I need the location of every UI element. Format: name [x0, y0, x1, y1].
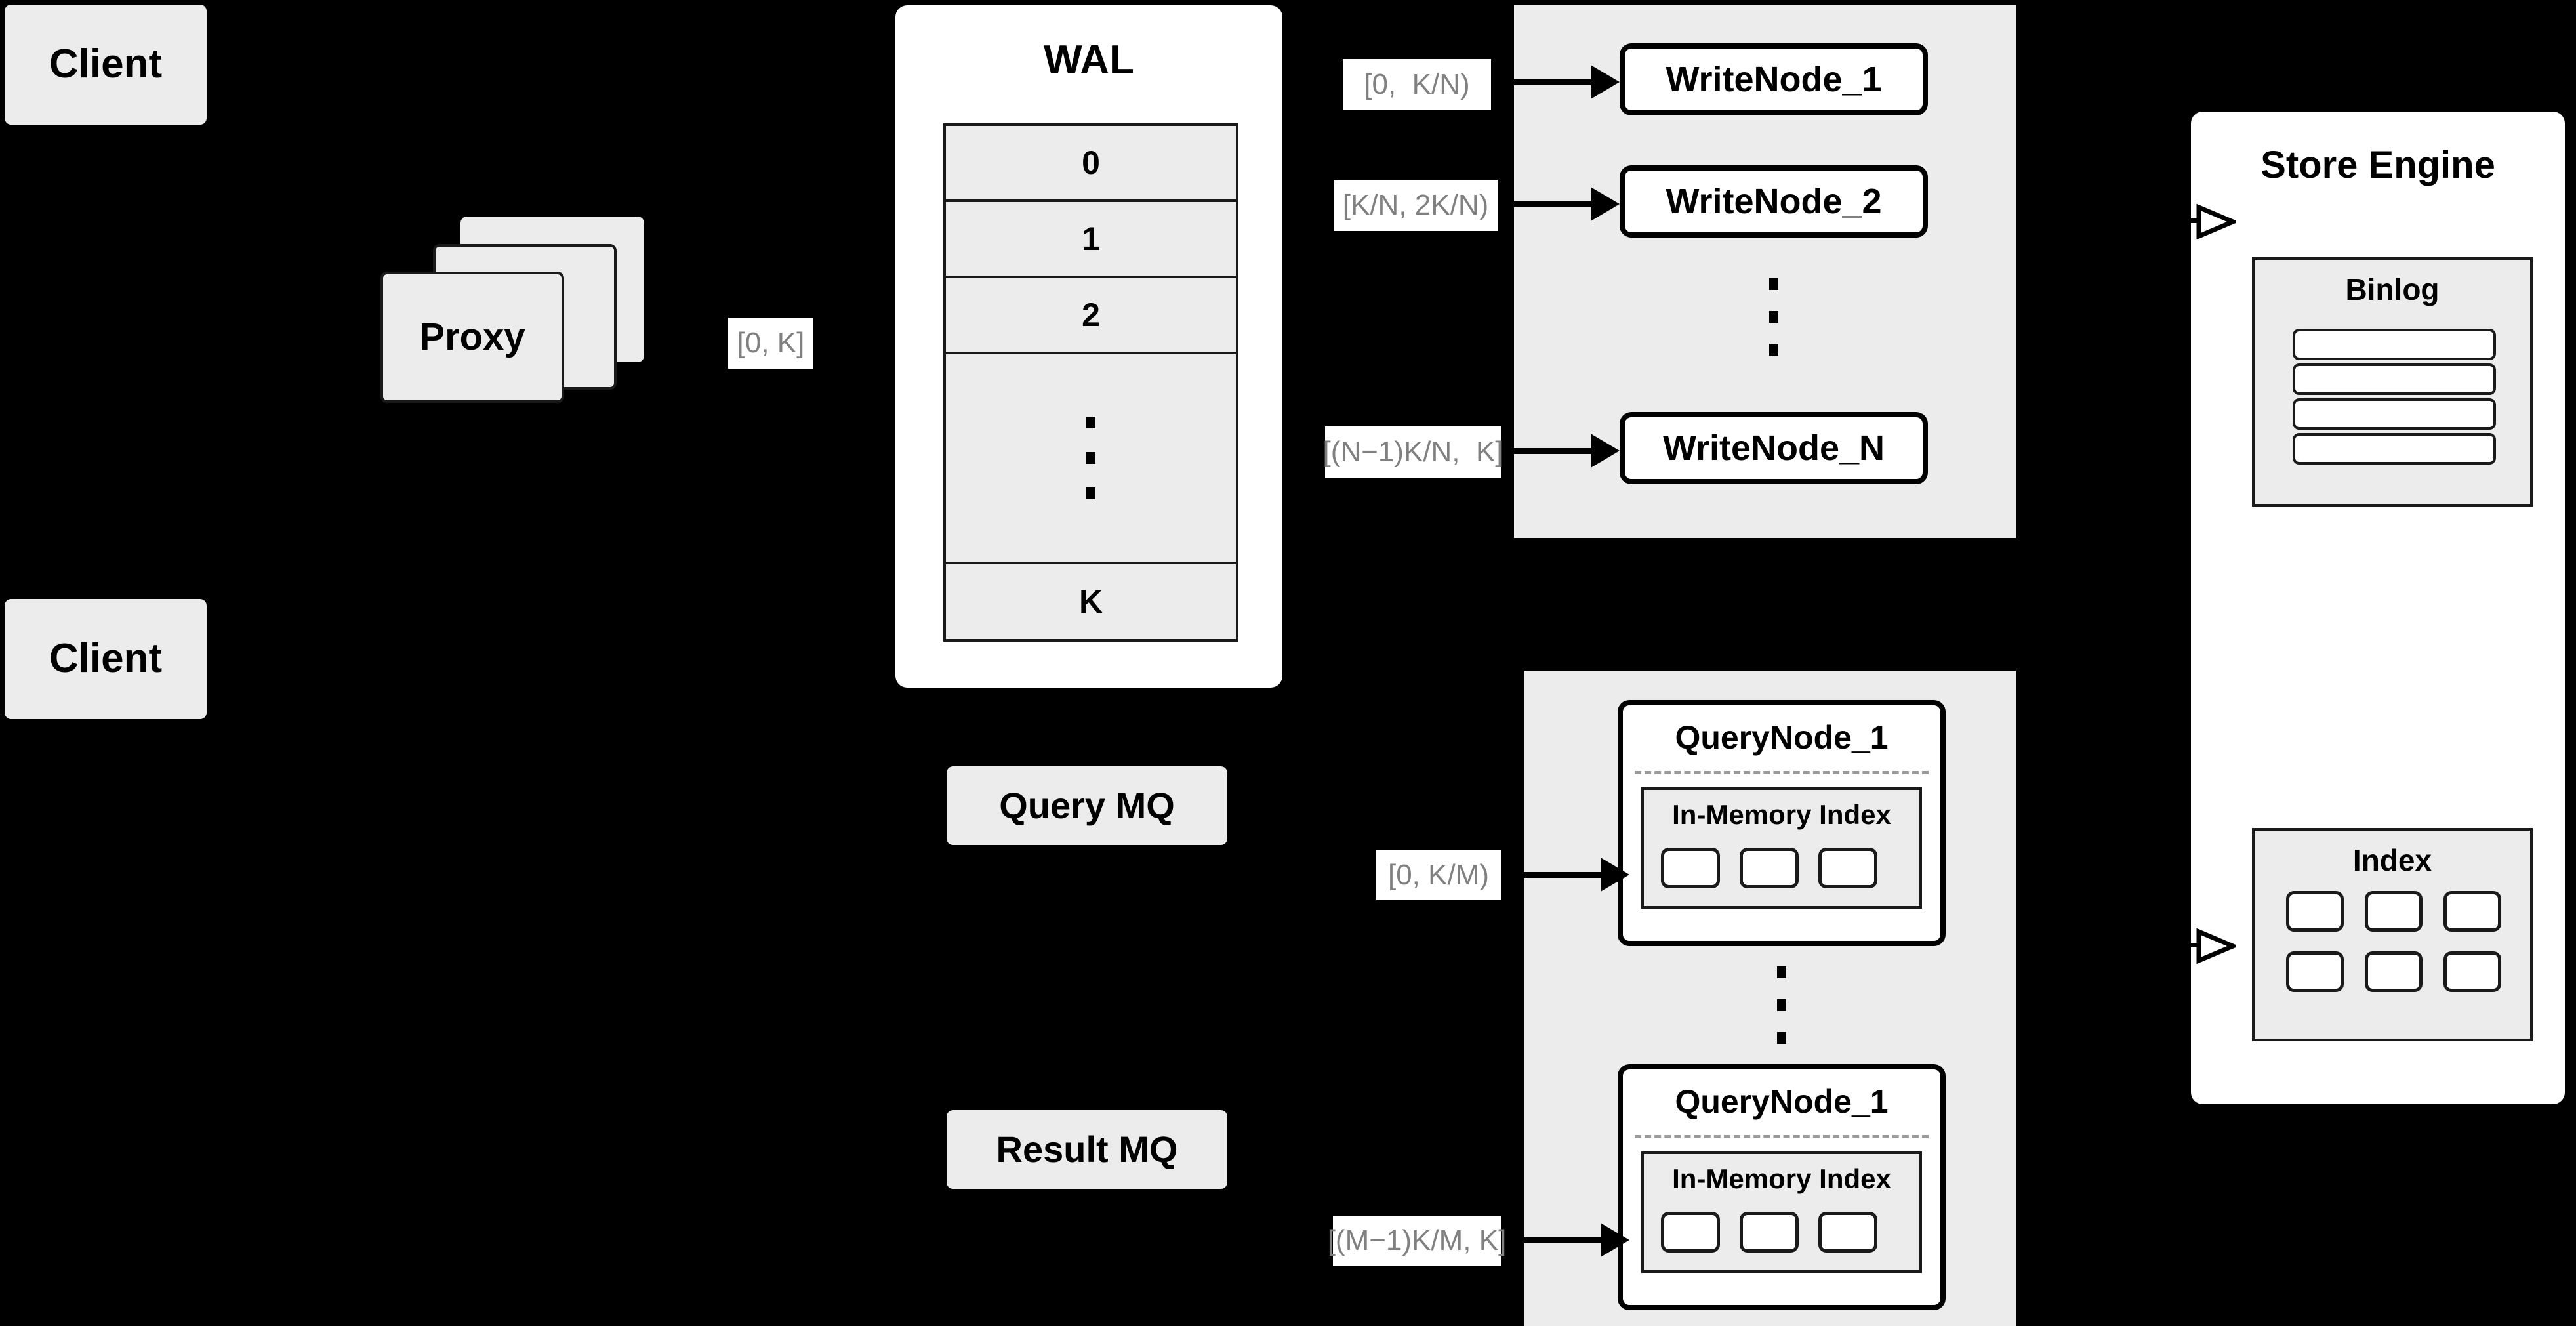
arrow-to-index-head	[2196, 928, 2236, 964]
store-engine-title: Store Engine	[2260, 144, 2495, 186]
client-label: Client	[49, 636, 163, 682]
query-node-cluster: QueryNode_1 In-Memory Index QueryNode_1 …	[1524, 671, 2016, 1326]
wal-cell-value: K	[1078, 583, 1103, 620]
arrow-to-write-node-2-head	[1591, 187, 1620, 221]
query-node-ellipsis	[1618, 953, 1946, 1058]
arrow-to-query-node-1-line	[1524, 872, 1616, 878]
in-memory-index-box-1: In-Memory Index	[1641, 787, 1922, 909]
write-node-n[interactable]: WriteNode_N	[1620, 412, 1928, 484]
range-text: [0, K/M)	[1387, 859, 1490, 891]
wal-cell-value: 2	[1082, 297, 1100, 333]
binlog-bar	[2293, 398, 2496, 430]
range-text: [0, K/N)	[1364, 68, 1470, 100]
wal-panel: WAL 0 1 2 K	[895, 5, 1282, 688]
index-cell	[1661, 1212, 1720, 1253]
client-node-1[interactable]: Client	[5, 5, 207, 125]
write-node-label: WriteNode_N	[1662, 428, 1885, 468]
query-node-title: QueryNode_1	[1675, 719, 1889, 756]
write-node-n-range-label: [(N−1)K/N, K]	[1322, 426, 1503, 478]
range-text: [(M−1)K/M, K]	[1327, 1224, 1507, 1256]
index-cell	[1818, 848, 1877, 888]
wal-row-ellipsis	[946, 354, 1236, 564]
index-cell	[1818, 1212, 1877, 1253]
binlog-bar	[2293, 363, 2496, 395]
index-block: Index	[2252, 828, 2533, 1041]
in-memory-index-title: In-Memory Index	[1672, 799, 1891, 830]
write-node-label: WriteNode_1	[1666, 60, 1882, 99]
proxy-range-label: [0, K]	[728, 318, 813, 369]
write-node-1[interactable]: WriteNode_1	[1620, 43, 1928, 115]
query-node-title: QueryNode_1	[1675, 1083, 1889, 1120]
arrow-to-query-node-1-head	[1601, 858, 1629, 892]
store-engine-panel: Store Engine Binlog Index	[2191, 112, 2565, 1104]
query-mq-label: Query MQ	[999, 785, 1175, 827]
arrow-to-write-node-1-head	[1591, 65, 1620, 99]
binlog-title: Binlog	[2345, 272, 2440, 306]
wal-row-0: 0	[946, 126, 1236, 202]
query-mq-node[interactable]: Query MQ	[947, 766, 1227, 845]
arrow-to-binlog-head	[2196, 203, 2236, 240]
range-text: [(N−1)K/N, K]	[1322, 436, 1503, 468]
wal-row-1: 1	[946, 202, 1236, 278]
index-title: Index	[2352, 843, 2432, 877]
arrow-to-query-node-2-head	[1601, 1223, 1629, 1257]
write-node-1-range-label: [0, K/N)	[1343, 59, 1491, 110]
write-node-ellipsis	[1620, 264, 1928, 369]
query-node-separator	[1635, 1135, 1929, 1138]
index-cell	[1740, 1212, 1799, 1253]
proxy-range-text: [0, K]	[737, 327, 805, 359]
index-cell	[2443, 951, 2501, 992]
proxy-stack[interactable]: Proxy	[380, 217, 663, 426]
proxy-label: Proxy	[419, 316, 525, 359]
index-cell	[2286, 951, 2344, 992]
client-label: Client	[49, 41, 163, 87]
in-memory-index-box-2: In-Memory Index	[1641, 1151, 1922, 1273]
result-mq-node[interactable]: Result MQ	[947, 1110, 1227, 1189]
write-node-2[interactable]: WriteNode_2	[1620, 165, 1928, 238]
wal-title: WAL	[1044, 37, 1134, 83]
write-node-cluster: WriteNode_1 WriteNode_2 WriteNode_N	[1514, 5, 2016, 538]
index-cell	[2443, 891, 2501, 932]
wal-row-2: 2	[946, 278, 1236, 354]
write-node-label: WriteNode_2	[1666, 182, 1882, 221]
wal-cell-value: 0	[1082, 144, 1100, 181]
wal-cell-value: 1	[1082, 220, 1100, 257]
arrow-to-write-node-1-line	[1514, 79, 1606, 85]
range-text: [K/N, 2K/N)	[1342, 189, 1489, 221]
result-mq-label: Result MQ	[996, 1129, 1178, 1171]
client-node-2[interactable]: Client	[5, 599, 207, 719]
query-node-1-range-label: [0, K/M)	[1376, 850, 1501, 900]
arrow-to-write-node-n-line	[1514, 448, 1606, 454]
arrow-to-binlog-line	[2165, 218, 2204, 223]
wal-row-k: K	[946, 564, 1236, 639]
arrow-to-query-node-2-line	[1524, 1237, 1616, 1243]
index-cell	[2365, 951, 2423, 992]
binlog-bar	[2293, 329, 2496, 360]
index-cell	[1661, 848, 1720, 888]
index-cell	[2365, 891, 2423, 932]
query-node-separator	[1635, 771, 1929, 774]
index-cell	[2286, 891, 2344, 932]
arrow-to-write-node-n-head	[1591, 434, 1620, 468]
in-memory-index-title: In-Memory Index	[1672, 1163, 1891, 1194]
index-cell	[1740, 848, 1799, 888]
arrow-to-write-node-2-line	[1514, 201, 1606, 207]
query-node-1[interactable]: QueryNode_1 In-Memory Index	[1618, 700, 1946, 946]
write-node-2-range-label: [K/N, 2K/N)	[1334, 180, 1498, 231]
proxy-node[interactable]: Proxy	[380, 272, 564, 403]
query-node-2[interactable]: QueryNode_1 In-Memory Index	[1618, 1064, 1946, 1310]
arrow-to-index-line	[2165, 943, 2204, 947]
wal-table: 0 1 2 K	[943, 123, 1238, 642]
binlog-bar	[2293, 433, 2496, 465]
query-node-2-range-label: [(M−1)K/M, K]	[1328, 1216, 1506, 1266]
binlog-block: Binlog	[2252, 257, 2533, 507]
